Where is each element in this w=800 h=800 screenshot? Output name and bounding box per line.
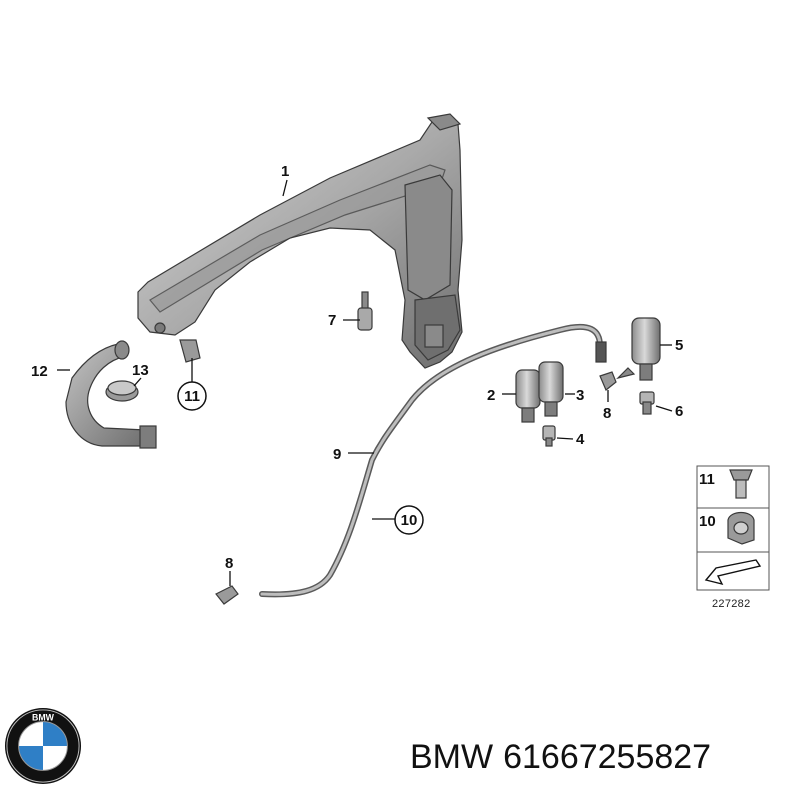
- callout-10-circle: [394, 505, 424, 535]
- callout-4: 4: [576, 431, 585, 448]
- hose-connector-8-bottom: [215, 585, 239, 605]
- washer-hose: [259, 323, 607, 598]
- callout-3: 3: [576, 387, 584, 404]
- callout-10: 10: [401, 512, 418, 529]
- brand-name: BMW: [410, 738, 494, 776]
- callout-8-top: 8: [603, 405, 611, 422]
- washer-pump-3: [538, 361, 564, 417]
- callout-8-bottom: 8: [225, 555, 233, 572]
- filler-neck-hose: [65, 340, 157, 449]
- legend-item-10: 10: [699, 513, 716, 530]
- callout-9: 9: [333, 446, 341, 463]
- diagram-reference-number: 227282: [712, 598, 751, 610]
- callout-6: 6: [675, 403, 683, 420]
- leader-lines: [57, 179, 673, 586]
- callout-7: 7: [328, 312, 336, 329]
- hose-clip-icon: [727, 511, 755, 545]
- callout-13: 13: [132, 362, 149, 379]
- filler-cap: [105, 380, 139, 402]
- legend-item-11: 11: [699, 471, 715, 488]
- callout-2: 2: [487, 387, 495, 404]
- level-sensor: [357, 291, 373, 331]
- part-number: 61667255827: [503, 738, 712, 776]
- hose-connector-8-top: [599, 371, 617, 391]
- callout-5: 5: [675, 337, 683, 354]
- washer-pump-5: [616, 317, 661, 381]
- callout-1: 1: [281, 163, 289, 180]
- bmw-logo: BMW: [4, 707, 82, 785]
- callout-11-circle: [177, 381, 207, 411]
- bolt-icon: [729, 469, 753, 499]
- callout-11: 11: [184, 388, 200, 405]
- washer-fluid-reservoir: [137, 113, 463, 369]
- fastener-legend: 11 10: [696, 465, 770, 591]
- washer-pump-2: [515, 369, 541, 423]
- grommet-4: [542, 425, 556, 447]
- callout-labels: 1 2 3 4 5 6 7 8 8 9 10 11 12 13: [31, 163, 683, 572]
- bmw-logo-lettering: BMW: [32, 713, 55, 723]
- arrow-icon: [704, 559, 762, 586]
- callout-12: 12: [31, 363, 48, 380]
- grommet-6: [639, 391, 655, 415]
